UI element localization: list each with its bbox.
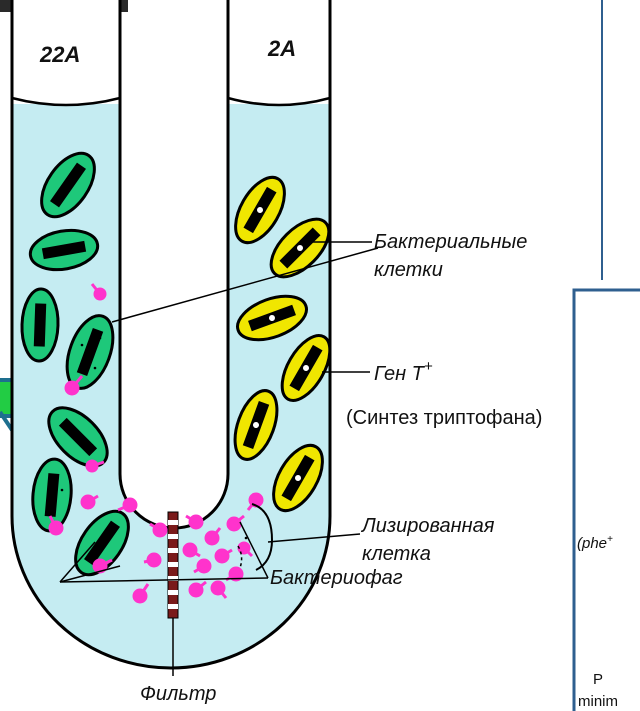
p-fragment: P	[593, 671, 603, 688]
background-panel: (phe+ P minim	[574, 0, 640, 711]
bacterial-cells-label-1: Бактериальные	[374, 231, 527, 253]
phage-label: Бактериофаг	[270, 567, 403, 589]
green-cell	[21, 288, 59, 361]
lysed-cell-label-2: клетка	[362, 543, 431, 565]
bacterial-cells-label-2: клетки	[374, 259, 443, 281]
tube-right-label: 2A	[267, 36, 296, 61]
tube-left-label: 22A	[39, 42, 80, 67]
gene-label: Ген Т+	[374, 358, 433, 385]
filter-label: Фильтр	[140, 683, 216, 705]
minim-fragment: minim	[578, 693, 618, 710]
synthesis-label: (Синтез триптофана)	[346, 407, 542, 429]
lysed-cell-label-1: Лизированная	[360, 515, 495, 537]
